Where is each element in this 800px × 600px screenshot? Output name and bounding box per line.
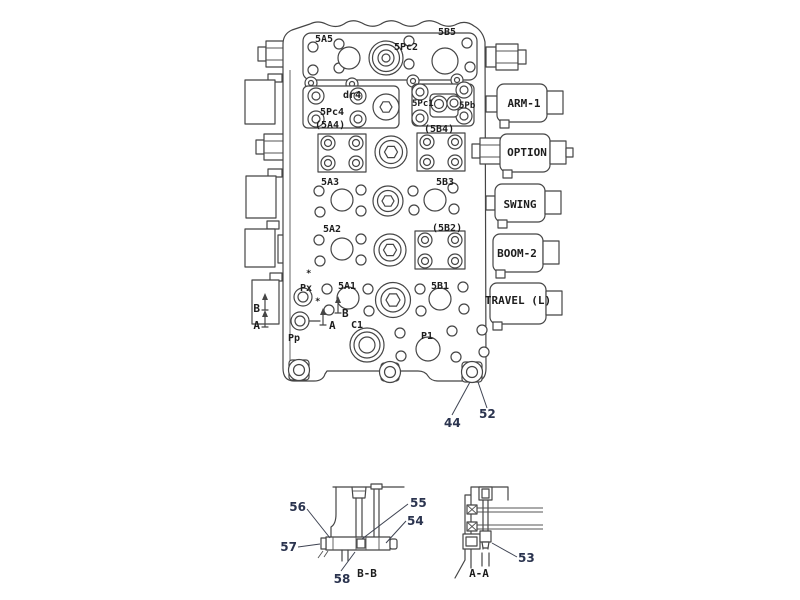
port-label-5pc1: 5Pc1: [412, 99, 434, 109]
pc1-block: [412, 82, 474, 126]
port-label-dr4: dr4: [343, 90, 361, 101]
view-arrow-a-label: A: [253, 319, 260, 332]
asterisk-mark: *: [306, 269, 311, 279]
cross-bolt: [467, 522, 477, 531]
port-labels: 5A5 5Pc2 5B5 dr4 5Pc4 5Pc1 5Pb (5A4) (5B…: [288, 27, 476, 344]
cylinder-travel-l: [490, 283, 562, 330]
hex-bolt: [486, 44, 526, 70]
callout-55: 55: [410, 496, 427, 510]
actuator-label-arm-1: ARM-1: [507, 97, 540, 110]
section-row-3: [314, 183, 459, 217]
actuator-label-swing: SWING: [503, 198, 536, 211]
port-label-5a1: 5A1: [338, 281, 356, 292]
section-bb-callouts: 56 57 55 54 58: [280, 496, 426, 586]
port-label-c1: C1: [351, 320, 363, 331]
main-body-callouts: 44 52: [444, 382, 496, 430]
callout-44: 44: [444, 416, 461, 430]
section-aa-label: A-A: [469, 567, 489, 580]
top-cover-plate: [303, 33, 477, 80]
cylinder-boom-2: [493, 234, 559, 278]
view-arrow-a-inner-label: A: [329, 319, 336, 332]
callout-53: 53: [518, 551, 535, 565]
section-view-bb: 56 57 55 54 58 B-B: [280, 484, 427, 586]
cylinder-arm-1: [486, 84, 563, 128]
actuator-label-boom-2: BOOM-2: [497, 247, 537, 260]
port-label-p1: P1: [421, 331, 433, 342]
section-view-aa: 53 A-A: [455, 487, 543, 580]
port-label-5b4: (5B4): [424, 124, 454, 135]
cross-bolt: [467, 505, 477, 514]
callout-52: 52: [479, 407, 496, 421]
asterisk-mark: *: [315, 297, 320, 307]
port-label-5b1: 5B1: [431, 281, 449, 292]
port-label-5a3: 5A3: [321, 177, 339, 188]
port-label-5pb: 5Pb: [459, 101, 476, 111]
dr4-block: [303, 86, 399, 128]
port-label-5a5: 5A5: [315, 34, 333, 45]
port-label-5a4: (5A4): [315, 120, 345, 131]
view-arrow-b-inner-label: B: [342, 307, 349, 320]
section-row-4: [318, 133, 465, 172]
callout-57: 57: [280, 540, 297, 554]
callout-58: 58: [334, 572, 351, 586]
section-row-1: [291, 282, 469, 330]
actuator-label-option: OPTION: [507, 146, 547, 159]
cylinder-swing: [486, 184, 561, 228]
section-view-arrows: B A B A: [253, 293, 349, 332]
section-row-2: [314, 231, 465, 269]
port-label-5a2: 5A2: [323, 224, 341, 235]
main-valve-body: [245, 21, 489, 383]
actuator-labels: ARM-1 OPTION SWING BOOM-2 TRAVEL (L): [485, 97, 551, 307]
port-label-5b5: 5B5: [438, 27, 456, 38]
section-aa-callouts: 53: [492, 543, 535, 565]
port-label-5pc4: 5Pc4: [320, 107, 344, 118]
port-label-pp: Pp: [288, 333, 300, 344]
cylinder-option: [472, 134, 573, 178]
view-arrow-b-label: B: [253, 302, 260, 315]
port-label-5b3: 5B3: [436, 177, 454, 188]
callout-56: 56: [289, 500, 306, 514]
actuator-label-travel-l: TRAVEL (L): [485, 294, 551, 307]
actuator-cylinders: [472, 44, 573, 330]
callout-54: 54: [407, 514, 424, 528]
bottom-region: [289, 325, 490, 383]
port-label-px: Px: [300, 283, 312, 294]
port-label-5pc2: 5Pc2: [394, 42, 418, 53]
section-bb-label: B-B: [357, 567, 377, 580]
port-5pc2-rings: [369, 41, 403, 75]
port-label-5b2: (5B2): [432, 223, 462, 234]
